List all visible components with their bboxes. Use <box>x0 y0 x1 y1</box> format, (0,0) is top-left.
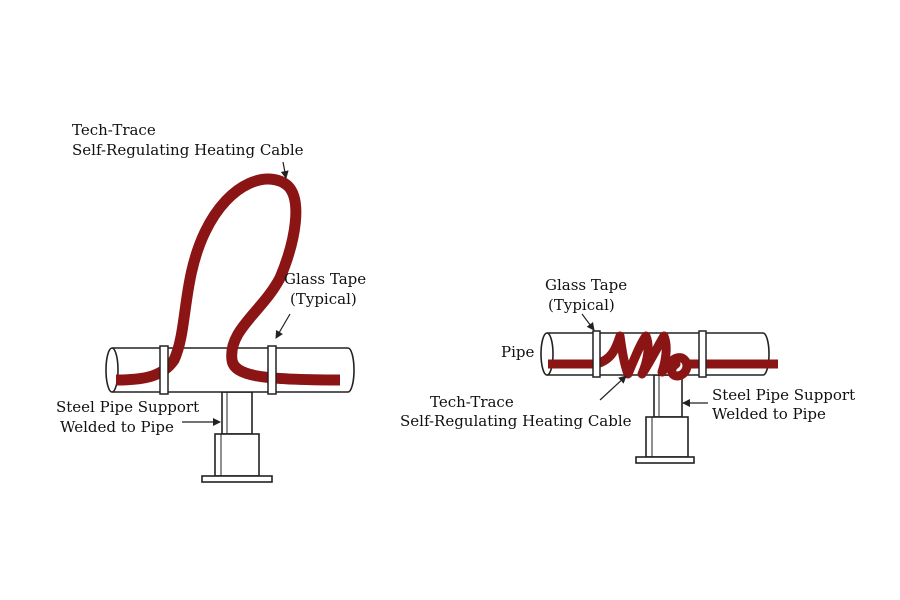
right-tape-leader <box>581 313 595 331</box>
left-pipe-support <box>201 391 273 483</box>
right-heating-cable-spiral <box>591 331 692 381</box>
right-support-label: Steel Pipe Support Welded to Pipe <box>712 386 860 423</box>
right-glass-tape-band <box>592 330 601 378</box>
left-tape-label: Glass Tape (Typical) <box>284 270 371 308</box>
left-glass-tape-band <box>267 345 277 395</box>
right-cable-label: Tech-Trace Self-Regulating Heating Cable <box>400 393 632 430</box>
right-cable-leader <box>599 375 627 401</box>
right-tape-label: Glass Tape (Typical) <box>545 276 632 314</box>
left-support-label: Steel Pipe Support Welded to Pipe <box>56 398 204 436</box>
right-diagram: Glass Tape (Typical) Pipe Tech-Trace Sel… <box>400 276 860 464</box>
left-heating-cable <box>115 173 341 386</box>
left-glass-tape-band <box>159 345 169 395</box>
left-tape-leader <box>275 313 291 339</box>
right-glass-tape-band <box>698 330 707 378</box>
left-cable-leader <box>280 161 289 179</box>
right-pipe-support <box>635 374 695 464</box>
left-diagram: Tech-Trace Self-Regulating Heating Cable… <box>56 121 371 483</box>
left-cable-label: Tech-Trace Self-Regulating Heating Cable <box>72 121 304 159</box>
right-pipe-label: Pipe <box>501 343 534 361</box>
